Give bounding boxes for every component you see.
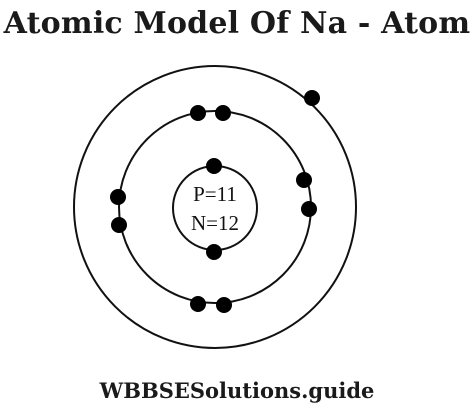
nucleus <box>172 165 258 251</box>
electron-shell-2 <box>216 297 232 313</box>
neutron-count-label: N=12 <box>191 211 239 235</box>
electron-shell-1 <box>206 244 222 260</box>
electron-shell-1 <box>206 158 222 174</box>
electron-shell-2 <box>301 201 317 217</box>
middle-orbit <box>118 110 312 304</box>
electron-shell-2 <box>110 189 126 205</box>
outer-orbit <box>73 65 357 349</box>
electron-shell-2 <box>190 105 206 121</box>
electron-shell-2 <box>111 217 127 233</box>
page-title: Atomic Model Of Na - Atom <box>3 6 471 41</box>
electron-shell-2 <box>296 172 312 188</box>
watermark-footer: WBBSESolutions.guide <box>99 378 375 403</box>
electron-shell-2 <box>215 105 231 121</box>
electron-shell-2 <box>190 296 206 312</box>
proton-count-label: P=11 <box>193 182 237 206</box>
electron-shell-3 <box>304 90 320 106</box>
